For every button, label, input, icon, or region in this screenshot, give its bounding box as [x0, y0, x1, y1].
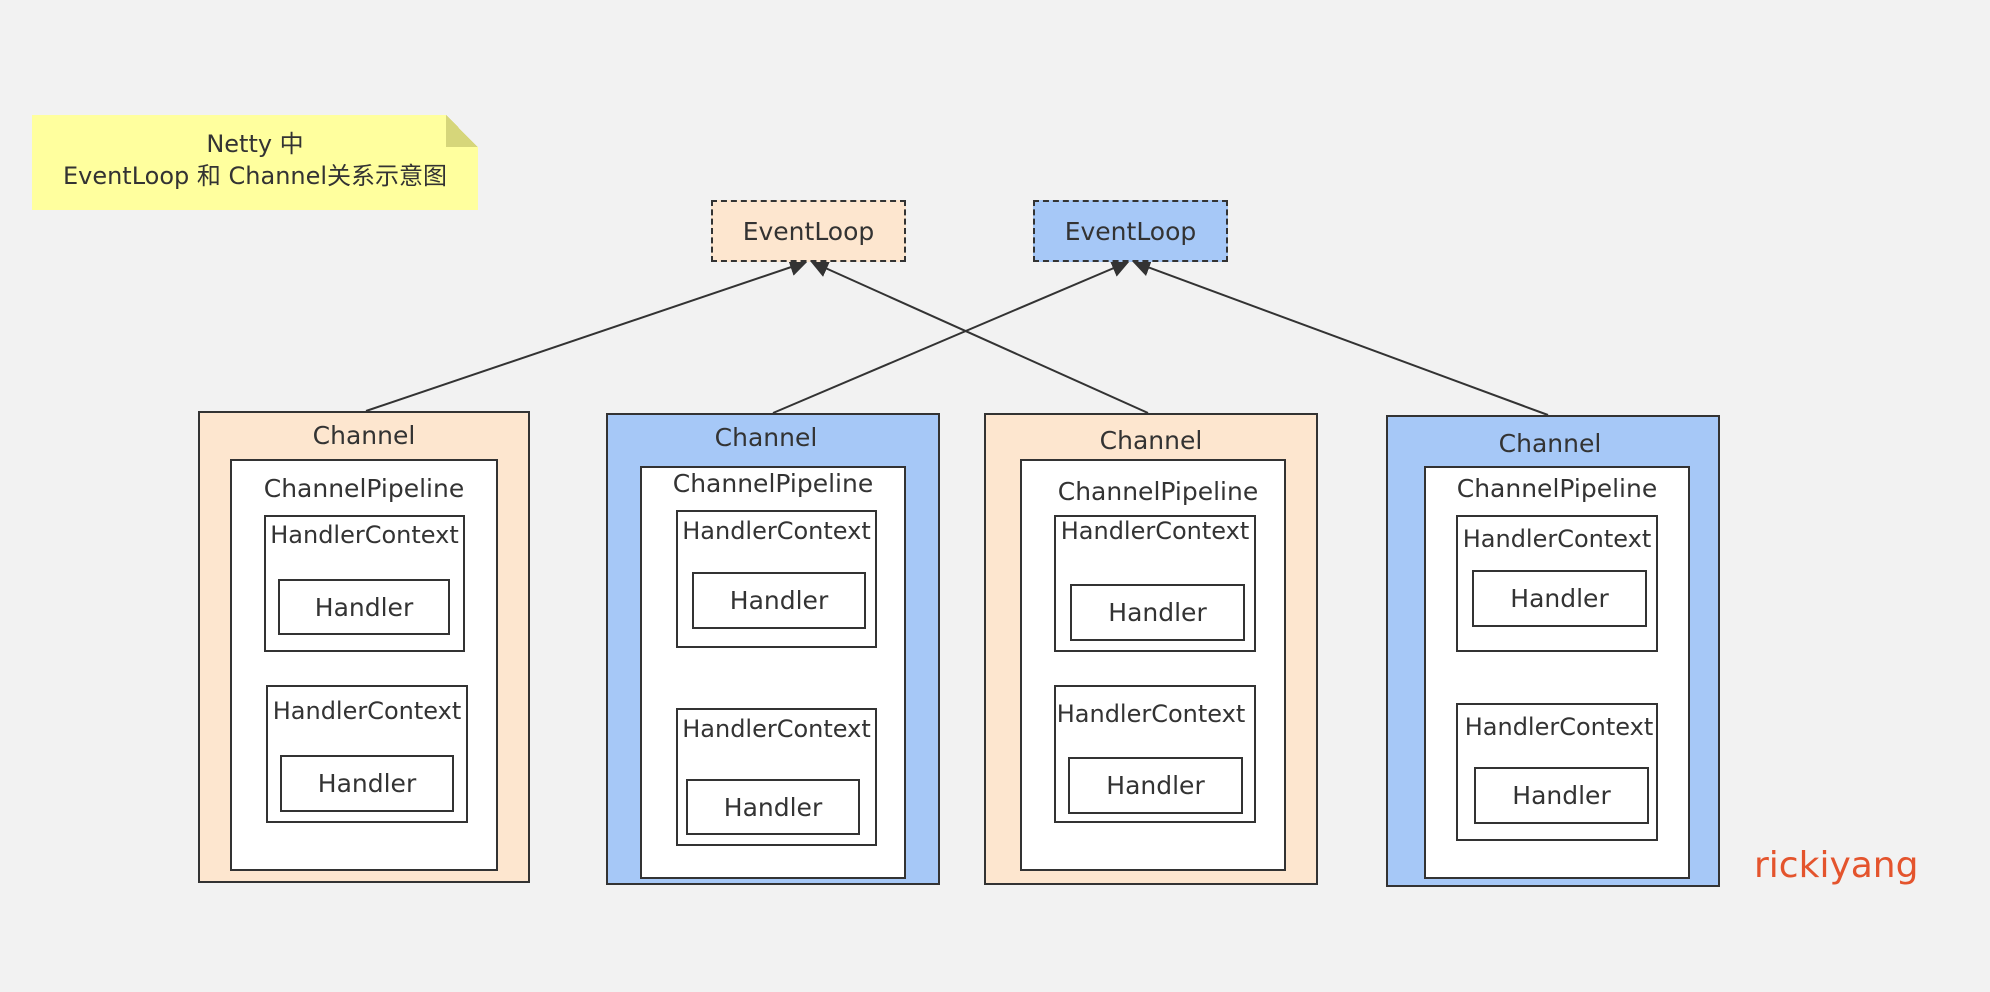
channel-2-handler-2: Handler: [686, 779, 860, 835]
channel-2-handler-1: Handler: [692, 572, 866, 629]
channel-3-handler-1: Handler: [1070, 584, 1245, 641]
arrow-channel-4-to-eventloop-2: [1132, 259, 1549, 416]
channel-4-handler-context-1-label: HandlerContext: [1462, 525, 1652, 553]
channel-2-handler-context-2-label: HandlerContext: [682, 715, 871, 743]
channel-1-label: Channel: [312, 421, 416, 450]
note-title-line-2: EventLoop 和 Channel关系示意图: [62, 162, 448, 190]
channel-1-handler-2: Handler: [280, 755, 454, 812]
note-title-line-1: Netty 中: [206, 130, 304, 158]
channel-1-pipeline-label: ChannelPipeline: [263, 474, 465, 503]
note-title: Netty 中 EventLoop 和 Channel关系示意图: [32, 128, 478, 192]
channel-4-handler-context-2-label: HandlerContext: [1464, 713, 1654, 741]
channel-2-pipeline-label: ChannelPipeline: [672, 469, 874, 498]
channel-3-label: Channel: [1099, 426, 1203, 455]
arrow-channel-2-to-eventloop-2: [772, 260, 1130, 414]
channel-4-pipeline-label: ChannelPipeline: [1456, 474, 1658, 503]
title-note: [32, 115, 478, 210]
eventloop-1: EventLoop: [711, 200, 906, 262]
note-fold-corner: [446, 115, 478, 147]
channel-4-label: Channel: [1498, 429, 1602, 458]
channel-4-handler-1: Handler: [1472, 570, 1647, 627]
channel-3-handler-context-1-label: HandlerContext: [1060, 517, 1250, 545]
arrow-channel-3-to-eventloop-1: [810, 260, 1149, 414]
channel-2-label: Channel: [714, 423, 818, 452]
channel-4-handler-2: Handler: [1474, 767, 1649, 824]
author-label: rickiyang: [1754, 845, 1919, 886]
channel-3-handler-context-2-label: HandlerContext: [1056, 700, 1246, 728]
channel-2-handler-context-1-label: HandlerContext: [682, 517, 871, 545]
arrow-channel-1-to-eventloop-1: [365, 258, 808, 412]
channel-1-handler-context-2-label: HandlerContext: [272, 697, 462, 725]
channel-1-handler-1: Handler: [278, 579, 450, 635]
channel-3-handler-2: Handler: [1068, 757, 1243, 814]
eventloop-2: EventLoop: [1033, 200, 1228, 262]
channel-3-pipeline-label: ChannelPipeline: [1057, 477, 1259, 506]
channel-1-handler-context-1-label: HandlerContext: [270, 521, 459, 549]
